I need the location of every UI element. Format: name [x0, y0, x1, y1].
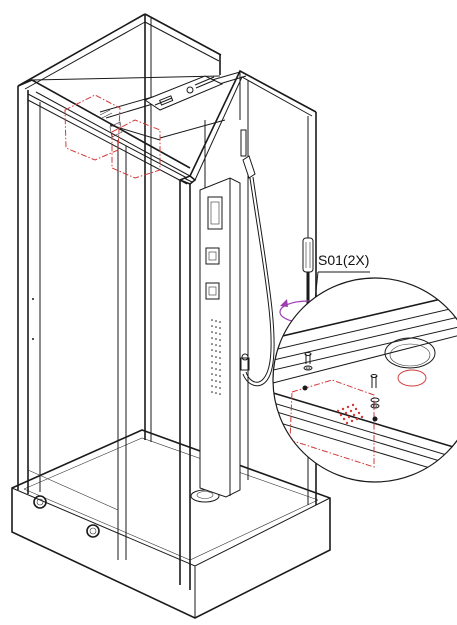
hand-shower	[240, 129, 275, 387]
highlight-roof-center	[99, 109, 161, 179]
shower-tray	[11, 429, 331, 619]
highlight-roof-left	[64, 94, 121, 161]
screw-icon-right	[370, 374, 380, 409]
massage-jets	[211, 319, 221, 395]
shower-column	[199, 177, 241, 498]
detail-magnifier	[272, 277, 457, 483]
vent-grille	[336, 403, 364, 425]
left-side-wall	[17, 86, 188, 560]
part-label: S01(2X)	[318, 252, 369, 268]
tray-cap-right	[86, 524, 100, 538]
tray-cap-left	[33, 495, 47, 509]
control-display	[207, 196, 223, 230]
screwdriver-icon	[302, 237, 314, 331]
front-corner-post	[177, 175, 197, 590]
back-frame	[17, 13, 222, 442]
roof-module	[143, 75, 224, 111]
control-knob-lower	[205, 282, 220, 300]
control-knob-upper	[205, 247, 220, 265]
screw-icon	[303, 352, 313, 371]
